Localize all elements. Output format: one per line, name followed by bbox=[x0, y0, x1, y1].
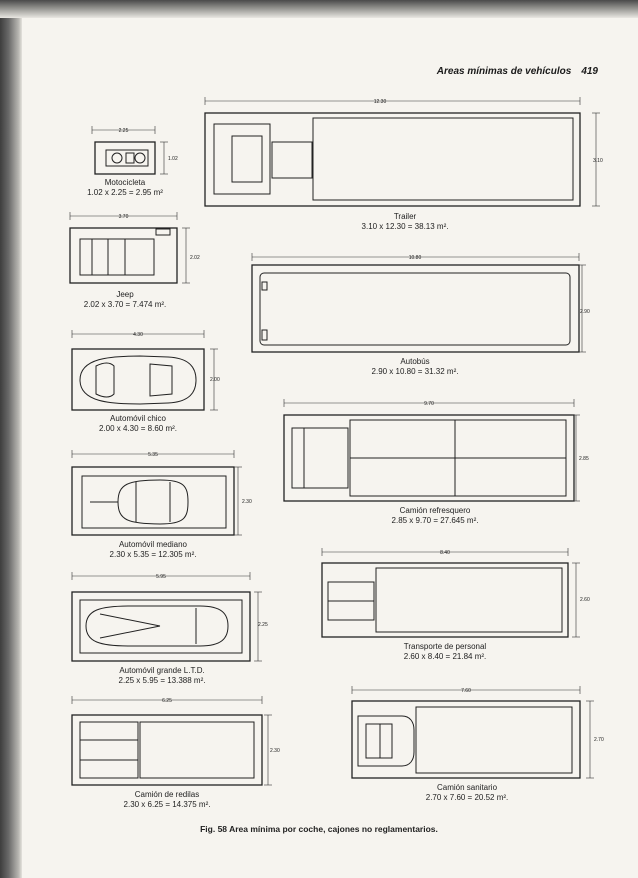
trailer-depth-dimension bbox=[592, 112, 600, 207]
auto-chico-depth-dimension bbox=[210, 348, 218, 411]
jeep-caption: Jeep 2.02 x 3.70 = 7.474 m². bbox=[55, 290, 195, 310]
autobus-width-dimension bbox=[251, 253, 580, 261]
camion-refresquero-name: Camión refresquero bbox=[399, 506, 471, 515]
autobus-width-label: 10.80 bbox=[409, 255, 422, 261]
autobus-plan: 10.80 2.90 bbox=[251, 253, 590, 353]
autobus-caption: Autobús 2.90 x 10.80 = 31.32 m². bbox=[345, 357, 485, 377]
jeep-name: Jeep bbox=[116, 290, 134, 299]
auto-grande-width-dimension bbox=[71, 572, 251, 580]
auto-chico-plan: 4.30 2.00 bbox=[71, 330, 220, 411]
camion-redilas-width-dimension bbox=[71, 696, 263, 704]
transporte-personal-depth-label: 2.60 bbox=[580, 597, 590, 603]
camion-sanitario-plan: 7.60 2.70 bbox=[351, 686, 604, 779]
motocicleta-plan: 2.25 1.02 bbox=[91, 126, 178, 175]
motocicleta-width-dimension bbox=[91, 126, 156, 134]
transporte-personal-name: Transporte de personal bbox=[403, 642, 487, 651]
auto-grande-depth-label: 2.25 bbox=[258, 622, 268, 628]
camion-refresquero-depth-label: 2.85 bbox=[579, 456, 589, 462]
jeep-width-dimension bbox=[69, 212, 178, 220]
motocicleta-caption: Motocicleta 1.02 x 2.25 = 2.95 m² bbox=[55, 178, 195, 198]
book-page bbox=[22, 0, 638, 878]
camion-sanitario-formula: 2.70 x 7.60 = 20.52 m². bbox=[425, 793, 509, 802]
auto-chico-width-dimension bbox=[71, 330, 205, 338]
auto-mediano-formula: 2.30 x 5.35 = 12.305 m². bbox=[109, 550, 197, 559]
trailer-name: Trailer bbox=[393, 212, 417, 221]
camion-sanitario-width-dimension bbox=[351, 686, 581, 694]
camion-refresquero-plan: 9.70 2.85 bbox=[283, 399, 589, 502]
trailer-formula: 3.10 x 12.30 = 38.13 m². bbox=[361, 222, 449, 231]
camion-refresquero-width-label: 9.70 bbox=[424, 401, 434, 407]
page-header: Areas mínimas de vehículos 419 bbox=[0, 66, 598, 77]
camion-sanitario-width-label: 7.60 bbox=[461, 688, 471, 694]
transporte-personal-depth-dimension bbox=[572, 562, 580, 638]
auto-chico-name: Automóvil chico bbox=[109, 414, 167, 423]
jeep-plan: 3.70 2.02 bbox=[69, 212, 200, 284]
auto-grande-caption: Automóvil grande L.T.D. 2.25 x 5.95 = 13… bbox=[92, 666, 232, 686]
camion-refresquero-caption: Camión refresquero 2.85 x 9.70 = 27.645 … bbox=[365, 506, 505, 526]
auto-grande-depth-dimension bbox=[254, 591, 262, 662]
transporte-personal-width-label: 8.40 bbox=[440, 550, 450, 556]
transporte-personal-formula: 2.60 x 8.40 = 21.84 m². bbox=[403, 652, 487, 661]
auto-grande-plan: 5.95 2.25 bbox=[71, 572, 268, 662]
jeep-depth-label: 2.02 bbox=[190, 255, 200, 261]
autobus-depth-dimension bbox=[578, 264, 586, 353]
motocicleta-formula: 1.02 x 2.25 = 2.95 m² bbox=[87, 188, 163, 197]
trailer-plan: 12.30 3.10 bbox=[204, 97, 603, 207]
auto-mediano-depth-label: 2.30 bbox=[242, 499, 252, 505]
jeep-depth-dimension bbox=[182, 227, 190, 284]
auto-mediano-plan: 5.35 2.30 bbox=[71, 450, 252, 536]
jeep-width-label: 3.70 bbox=[119, 214, 129, 220]
trailer-width-dimension bbox=[204, 97, 581, 105]
camion-sanitario-name: Camión sanitario bbox=[436, 783, 498, 792]
motocicleta-name: Motocicleta bbox=[104, 178, 146, 187]
page-number: 419 bbox=[581, 66, 598, 77]
camion-sanitario-caption: Camión sanitario 2.70 x 7.60 = 20.52 m². bbox=[397, 783, 537, 803]
autobus-formula: 2.90 x 10.80 = 31.32 m². bbox=[371, 367, 459, 376]
camion-sanitario-depth-dimension bbox=[586, 700, 594, 779]
book-spine-shadow bbox=[0, 0, 22, 878]
trailer-caption: Trailer 3.10 x 12.30 = 38.13 m². bbox=[335, 212, 475, 232]
camion-redilas-depth-dimension bbox=[264, 714, 272, 786]
trailer-width-label: 12.30 bbox=[374, 99, 387, 105]
autobus-depth-label: 2.90 bbox=[580, 309, 590, 315]
figure-caption: Fig. 58 Area mínima por coche, cajones n… bbox=[200, 824, 438, 834]
section-title: Areas mínimas de vehículos bbox=[436, 66, 572, 77]
motocicleta-depth-dimension bbox=[160, 141, 168, 175]
auto-chico-formula: 2.00 x 4.30 = 8.60 m². bbox=[98, 424, 178, 433]
auto-chico-caption: Automóvil chico 2.00 x 4.30 = 8.60 m². bbox=[68, 414, 208, 434]
auto-grande-formula: 2.25 x 5.95 = 13.388 m². bbox=[118, 676, 206, 685]
camion-redilas-caption: Camión de redilas 2.30 x 6.25 = 14.375 m… bbox=[97, 790, 237, 810]
auto-mediano-width-dimension bbox=[71, 450, 235, 458]
auto-chico-width-label: 4.30 bbox=[133, 332, 143, 338]
motocicleta-depth-label: 1.02 bbox=[168, 156, 178, 162]
camion-redilas-width-label: 6.25 bbox=[162, 698, 172, 704]
auto-chico-depth-label: 2.00 bbox=[210, 377, 220, 383]
trailer-depth-label: 3.10 bbox=[593, 158, 603, 164]
camion-refresquero-formula: 2.85 x 9.70 = 27.645 m². bbox=[391, 516, 479, 525]
autobus-name: Autobús bbox=[400, 357, 430, 366]
camion-refresquero-depth-dimension bbox=[572, 414, 580, 502]
camion-refresquero-width-dimension bbox=[283, 399, 575, 407]
camion-sanitario-depth-label: 2.70 bbox=[594, 737, 604, 743]
jeep-formula: 2.02 x 3.70 = 7.474 m². bbox=[83, 300, 167, 309]
auto-mediano-name: Automóvil mediano bbox=[118, 540, 188, 549]
transporte-personal-width-dimension bbox=[321, 548, 569, 556]
camion-redilas-name: Camión de redilas bbox=[134, 790, 200, 799]
camion-redilas-plan: 6.25 2.30 bbox=[71, 696, 280, 786]
top-edge-shadow bbox=[0, 0, 638, 18]
auto-grande-width-label: 5.95 bbox=[156, 574, 166, 580]
auto-grande-name: Automóvil grande L.T.D. bbox=[119, 666, 205, 675]
camion-redilas-formula: 2.30 x 6.25 = 14.375 m². bbox=[123, 800, 211, 809]
auto-mediano-caption: Automóvil mediano 2.30 x 5.35 = 12.305 m… bbox=[83, 540, 223, 560]
transporte-personal-caption: Transporte de personal 2.60 x 8.40 = 21.… bbox=[375, 642, 515, 662]
auto-mediano-width-label: 5.35 bbox=[148, 452, 158, 458]
transporte-personal-plan: 8.40 2.60 bbox=[321, 548, 590, 638]
camion-redilas-depth-label: 2.30 bbox=[270, 748, 280, 754]
motocicleta-width-label: 2.25 bbox=[119, 128, 129, 134]
auto-mediano-depth-dimension bbox=[234, 466, 242, 536]
